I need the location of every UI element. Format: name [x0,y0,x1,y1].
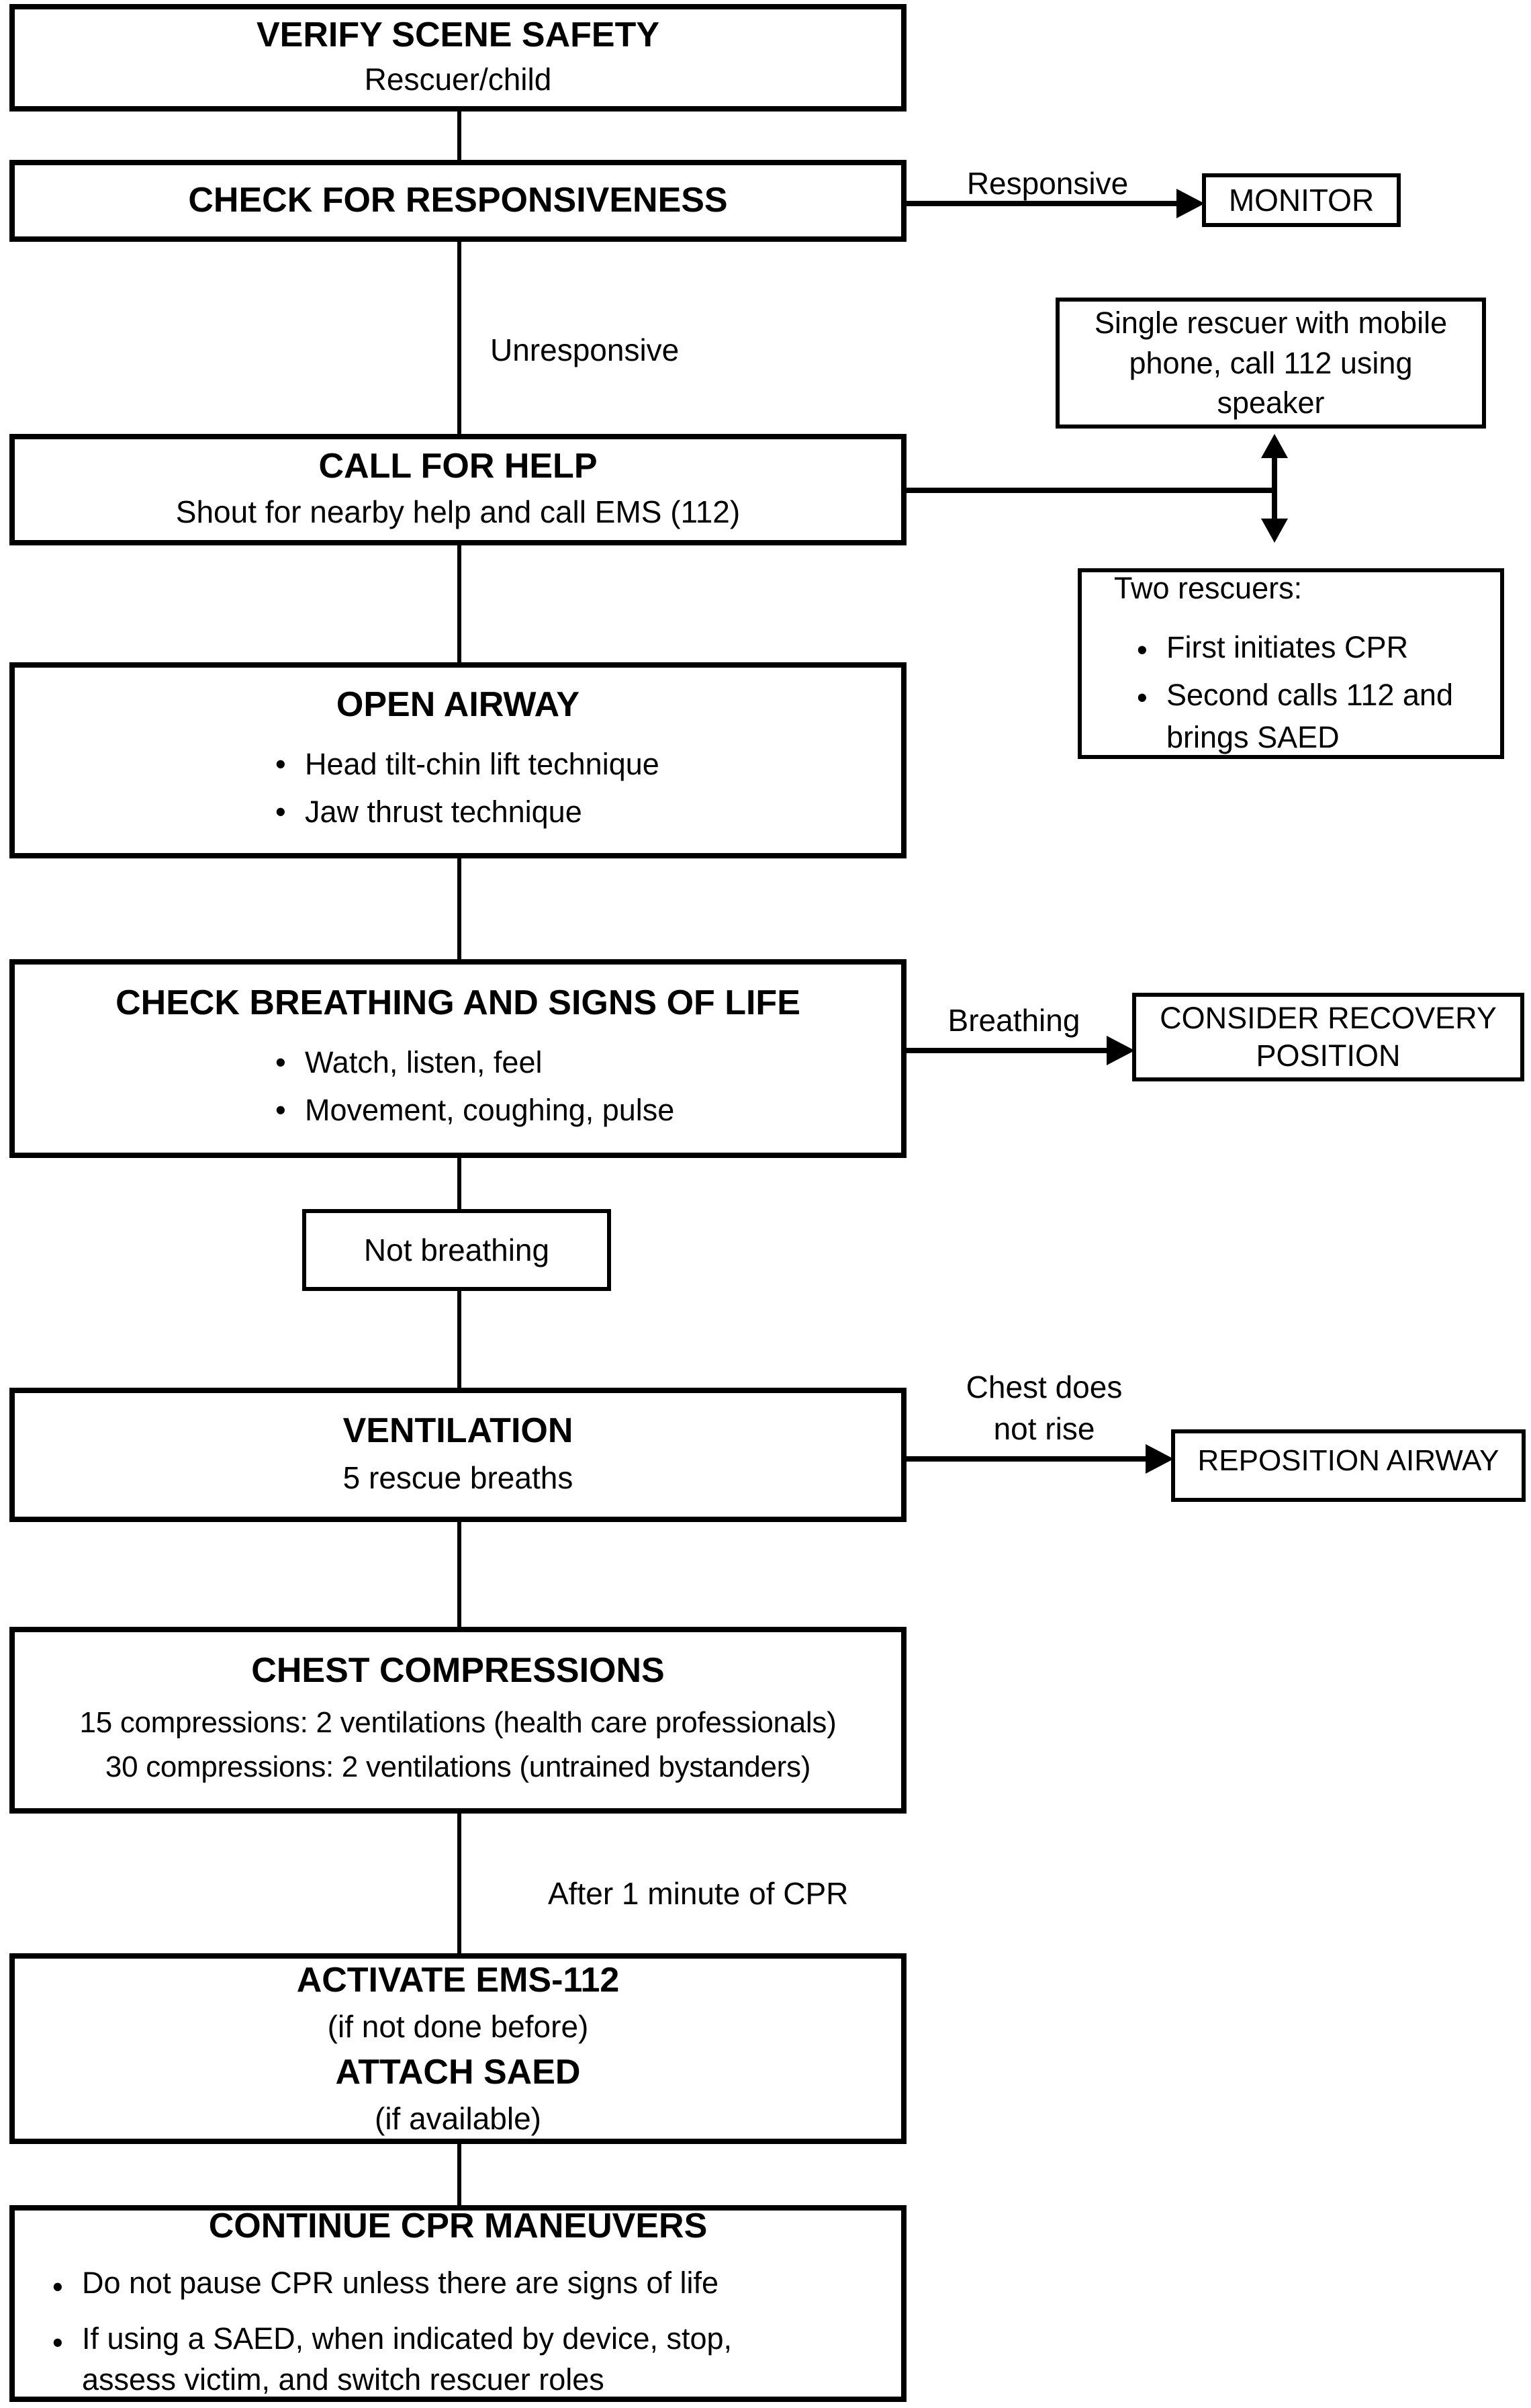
node-open-airway: OPEN AIRWAY • Head tilt-chin lift techni… [9,662,907,858]
node-two-rescuers: Two rescuers: • First initiates CPR • Se… [1078,568,1504,759]
bullet-text: First initiates CPR [1166,629,1409,664]
list-item: • Do not pause CPR unless there are sign… [52,2263,814,2311]
node-check-responsiveness: CHECK FOR RESPONSIVENESS [9,160,907,242]
bullet-icon: • [1137,680,1148,715]
bullet-text: Jaw thrust technique [305,794,582,829]
edge-label-after-cpr: After 1 minute of CPR [548,1876,849,1911]
edge-label-unresponsive: Unresponsive [490,332,680,367]
edge-label-line: Chest does [966,1370,1123,1404]
node-title: Not breathing [363,1233,550,1267]
arrow-responsive-shaft [907,201,1176,206]
bullet-icon: • [275,746,286,781]
connector-breathing-to-notbreathing [457,1158,461,1209]
node-reposition-airway: REPOSITION AIRWAY [1171,1429,1526,1502]
bullet-icon: • [275,1092,286,1127]
node-activate-ems: ACTIVATE EMS-112 (if not done before) AT… [9,1953,907,2144]
node-title: CHECK FOR RESPONSIVENESS [188,181,728,220]
arrow-down-head-icon [1261,519,1288,543]
node-title: VENTILATION [342,1411,573,1451]
node-continue-cpr: CONTINUE CPR MANEUVERS • Do not pause CP… [9,2205,907,2402]
arrow-up-head-icon [1261,434,1288,458]
bullet-text: Second calls 112 and brings SAED [1166,677,1453,754]
node-text-line: ACTIVATE EMS-112 [296,1961,620,2000]
node-text-line: (if available) [375,2100,541,2136]
node-text-line: 15 compressions: 2 ventilations (health … [79,1705,837,1739]
connector-compressions-to-activate [457,1814,461,1953]
bullet-text: Head tilt-chin lift technique [305,746,659,781]
node-title: CHEST COMPRESSIONS [251,1651,665,1691]
arrow-right-head-icon [1176,189,1205,218]
node-verify-scene-safety: VERIFY SCENE SAFETY Rescuer/child [9,4,907,112]
edge-label-chest-no-rise: Chest does not rise [937,1366,1152,1450]
node-text-line: phone, call 112 using [1129,345,1413,380]
node-subtitle: Shout for nearby help and call EMS (112) [175,494,741,529]
node-text-line: (if not done before) [327,2009,589,2045]
node-title: CALL FOR HELP [318,447,598,486]
node-title: Two rescuers: [1114,571,1303,606]
bullet-text: Watch, listen, feel [305,1044,543,1079]
node-subtitle: Rescuer/child [364,62,552,97]
connector-verify-to-check [457,112,461,160]
bullet-icon: • [52,2325,63,2360]
list-item: • First initiates CPR [1137,626,1480,674]
node-check-breathing: CHECK BREATHING AND SIGNS OF LIFE • Watc… [9,959,907,1158]
node-title: CONSIDER RECOVERY POSITION [1160,1000,1497,1073]
node-monitor: MONITOR [1202,173,1401,227]
bullet-text: Do not pause CPR unless there are signs … [82,2266,719,2301]
node-not-breathing: Not breathing [302,1209,611,1291]
connector-call-to-airway [457,545,461,662]
list-item: • Jaw thrust technique [275,788,659,836]
bullet-text: If using a SAED, when indicated by devic… [82,2321,733,2397]
node-text-line: 30 compressions: 2 ventilations (untrain… [105,1750,811,1783]
connector-airway-to-breathing [457,858,461,959]
node-consider-recovery: CONSIDER RECOVERY POSITION [1132,993,1524,1081]
connector-call-to-rescuer-options [907,488,1277,493]
bullet-icon: • [275,794,286,829]
node-subtitle: 5 rescue breaths [342,1460,573,1495]
node-title: CHECK BREATHING AND SIGNS OF LIFE [115,983,800,1022]
list-item: • Movement, coughing, pulse [275,1086,674,1134]
node-ventilation: VENTILATION 5 rescue breaths [9,1388,907,1522]
node-single-rescuer: Single rescuer with mobile phone, call 1… [1056,298,1486,429]
node-title: OPEN AIRWAY [336,685,580,724]
node-text-line: Single rescuer with mobile [1094,306,1448,341]
arrow-chest-shaft [907,1456,1146,1462]
bullet-icon: • [1137,632,1148,667]
node-call-for-help: CALL FOR HELP Shout for nearby help and … [9,434,907,545]
node-title: MONITOR [1228,183,1375,218]
arrow-breathing-shaft [907,1048,1107,1053]
arrow-right-head-icon [1107,1036,1135,1065]
connector-check-to-call [457,242,461,434]
node-title: REPOSITION AIRWAY [1197,1444,1499,1477]
list-item: • If using a SAED, when indicated by dev… [52,2319,814,2401]
node-title: VERIFY SCENE SAFETY [256,15,660,55]
connector-activate-to-continue [457,2144,461,2205]
bullet-icon: • [275,1044,286,1079]
node-text-line: ATTACH SAED [335,2053,581,2092]
connector-notbreathing-to-ventilation [457,1291,461,1388]
edge-label-responsive: Responsive [966,166,1129,201]
list-item: • Second calls 112 and brings SAED [1137,674,1480,758]
list-item: • Watch, listen, feel [275,1038,674,1086]
arrow-right-head-icon [1146,1444,1174,1474]
bullet-icon: • [52,2270,63,2305]
connector-ventilation-to-compressions [457,1522,461,1627]
bullet-text: Movement, coughing, pulse [305,1092,675,1127]
node-title: CONTINUE CPR MANEUVERS [208,2206,708,2246]
double-arrow-shaft [1272,455,1277,520]
edge-label-breathing: Breathing [947,1003,1080,1038]
edge-label-line: not rise [993,1411,1095,1447]
node-chest-compressions: CHEST COMPRESSIONS 15 compressions: 2 ve… [9,1627,907,1814]
node-text-line: speaker [1217,386,1325,420]
list-item: • Head tilt-chin lift technique [275,740,659,788]
